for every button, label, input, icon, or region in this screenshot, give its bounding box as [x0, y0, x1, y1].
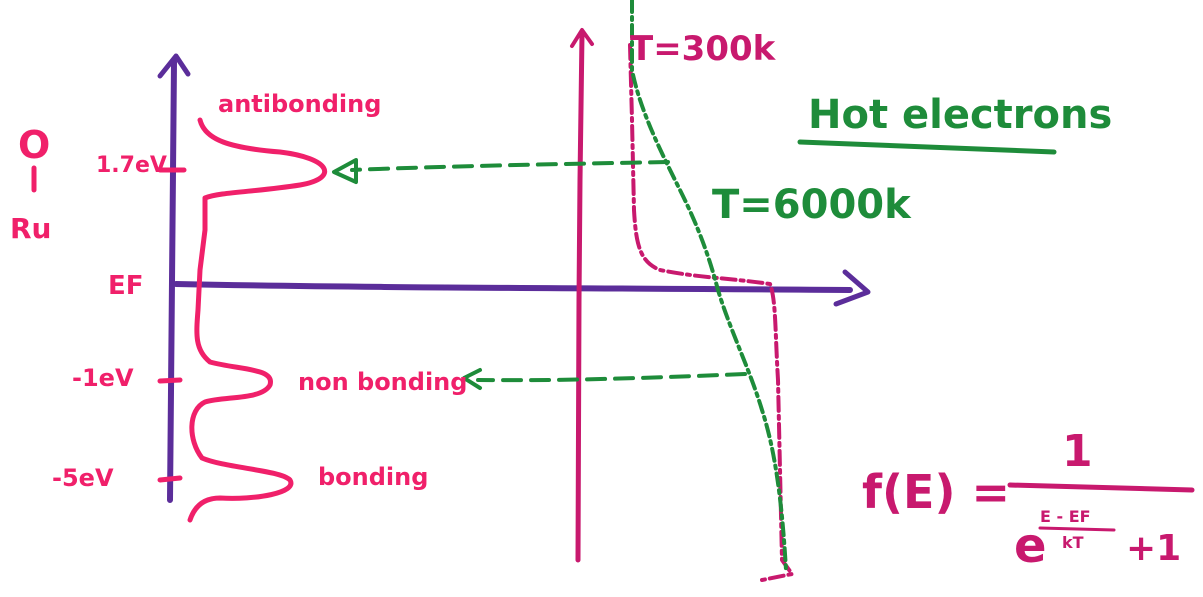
- fermi-300k-curve: [628, 43, 794, 582]
- label-bonding: bonding: [318, 463, 428, 491]
- label-t-6000k: T=6000k: [712, 182, 912, 228]
- formula-lhs: f(E) =: [862, 465, 1010, 519]
- dos-curve: [187, 117, 327, 523]
- title-text: Hot electrons: [808, 92, 1112, 138]
- label-fermi-level: EF: [108, 271, 144, 301]
- label-ruthenium: Ru: [10, 212, 52, 245]
- formula-plus-one: +1: [1126, 528, 1181, 569]
- formula-exponent-denominator: kT: [1062, 533, 1084, 552]
- arrow-to-antibonding-head: [332, 158, 358, 184]
- arrow-to-nonbonding: [476, 372, 747, 383]
- hot-electron-arrows: [332, 158, 747, 390]
- label-antibonding: antibonding: [218, 90, 381, 118]
- label-oxygen: O: [18, 123, 50, 167]
- label-energy-minus-5ev: -5eV: [52, 464, 114, 492]
- formula-fraction-bar: [1007, 482, 1195, 493]
- tick-minus-1ev: [157, 377, 183, 384]
- formula-exponent-bar: [1038, 526, 1116, 532]
- arrow-to-nonbonding-head: [462, 368, 482, 390]
- fermi-6000k-curve: [630, 0, 788, 572]
- title-underline: [797, 139, 1057, 155]
- formula-numerator: 1: [1062, 426, 1093, 477]
- occupancy-axis: [575, 31, 585, 563]
- fermi-panel: [570, 0, 794, 582]
- formula-base-e: e: [1014, 518, 1047, 574]
- formula-exponent-numerator: E - EF: [1040, 507, 1091, 526]
- title-hot-electrons: Hot electrons: [797, 92, 1112, 155]
- label-t-300k: T=300k: [630, 29, 777, 69]
- energy-axis: [167, 59, 177, 503]
- tick-minus-5ev: [157, 475, 183, 483]
- label-energy-minus-1ev: -1eV: [72, 364, 134, 392]
- label-energy-1-7ev: 1.7eV: [96, 153, 167, 178]
- adsorbate-o-ru: O Ru: [10, 123, 52, 245]
- fermi-level-axis: [173, 281, 853, 293]
- occupancy-axis-arrowhead: [570, 28, 594, 48]
- fermi-axis-arrowhead: [833, 269, 871, 307]
- energy-ticks: [157, 167, 187, 483]
- dos-axes: [157, 53, 871, 503]
- fermi-dirac-formula: f(E) = 1 e E - EF kT +1: [862, 426, 1195, 574]
- label-nonbonding: non bonding: [298, 368, 467, 396]
- energy-axis-arrowhead: [157, 53, 191, 79]
- arrow-to-antibonding: [350, 160, 670, 172]
